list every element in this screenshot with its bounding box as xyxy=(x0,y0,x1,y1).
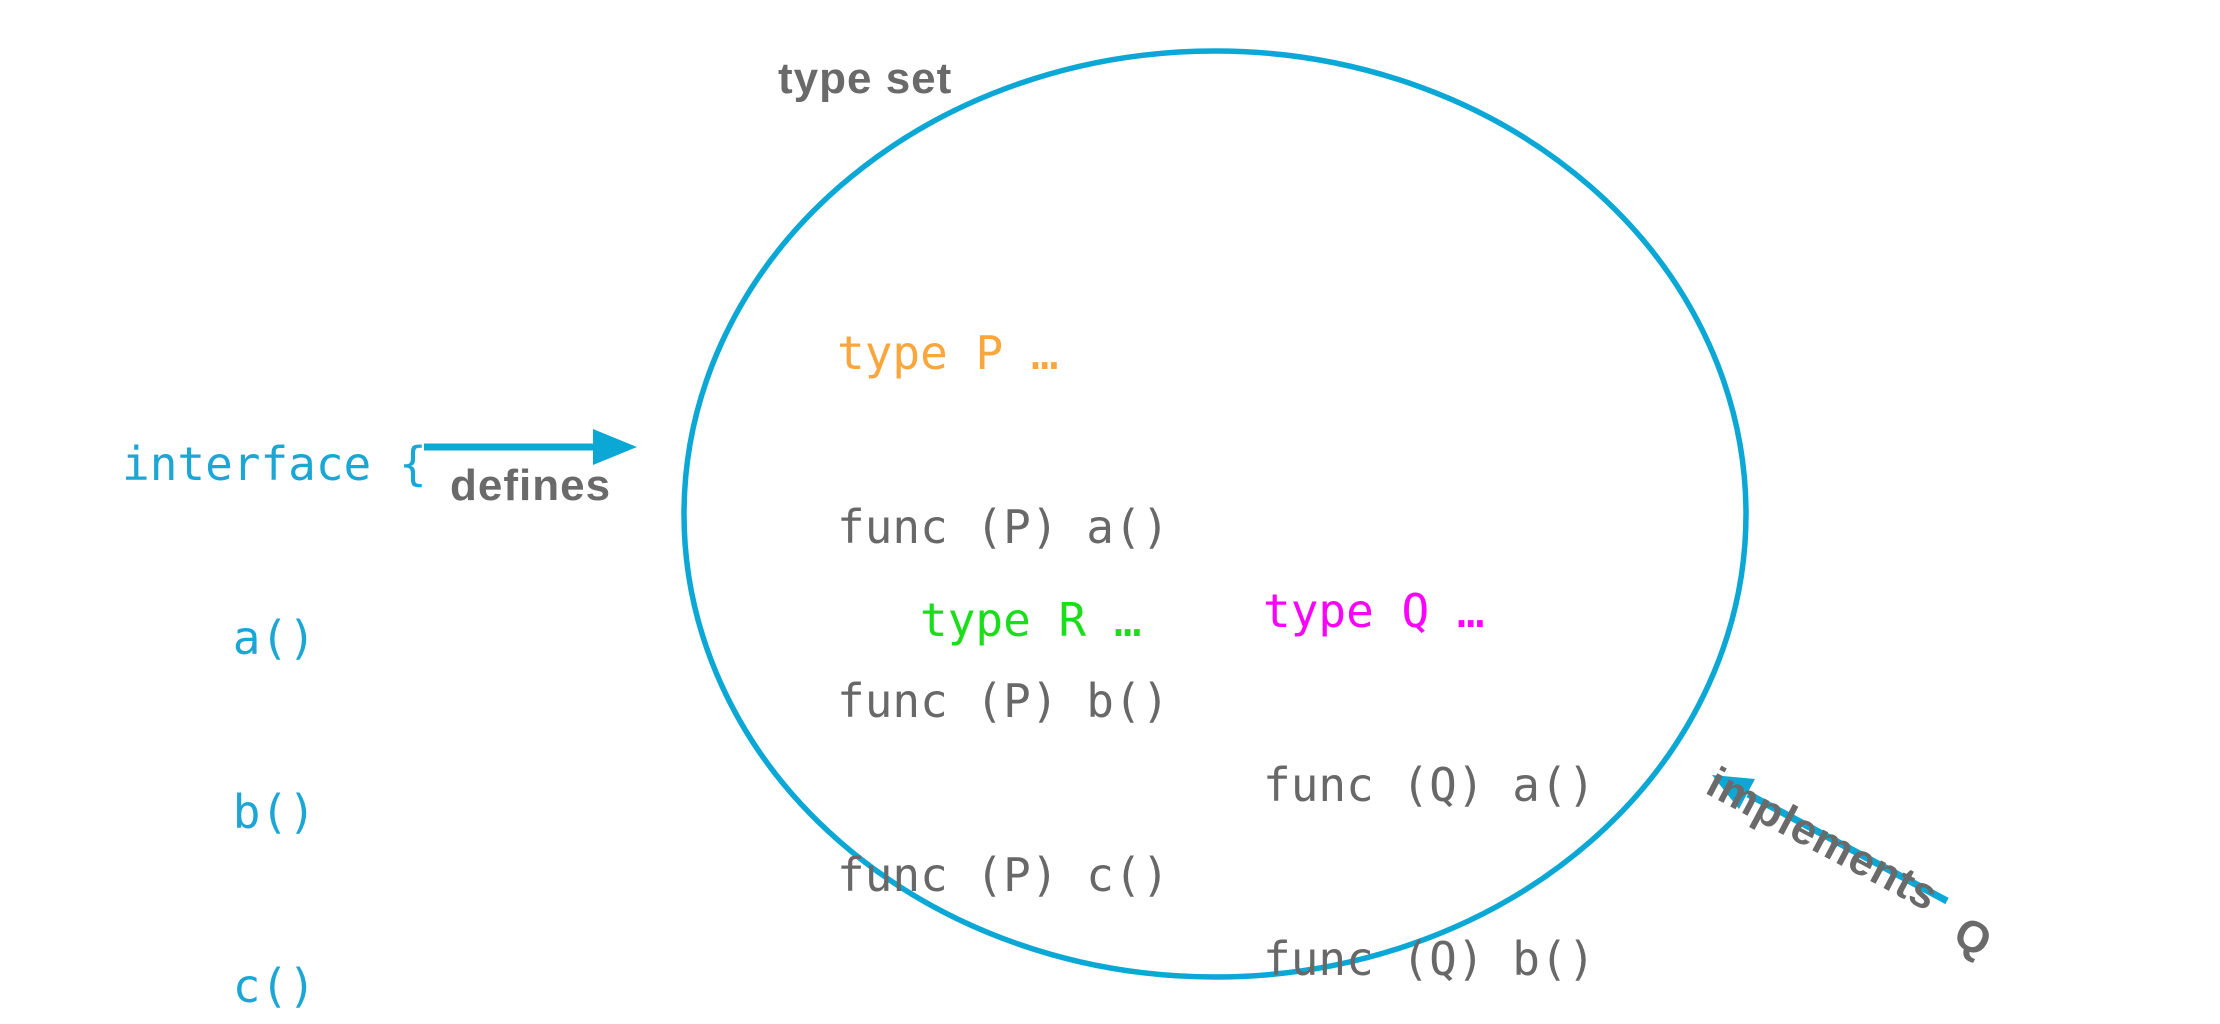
code-line: func (Q) b() xyxy=(1263,932,1596,986)
code-line: interface { xyxy=(122,437,427,491)
code-line: b() xyxy=(122,785,316,839)
code-line: func (P) b() xyxy=(837,674,1170,728)
defines-arrow xyxy=(424,429,637,465)
code-line: func (P) c() xyxy=(837,848,1170,902)
code-line: a() xyxy=(122,611,316,665)
type-q-block: type Q … func (Q) a() func (Q) b() func … xyxy=(1263,466,1595,1024)
interface-code-block: interface { a() b() c() } xyxy=(122,319,427,1024)
code-line: func (P) a() xyxy=(837,500,1170,554)
type-p-block: type P … func (P) a() func (P) b() func … xyxy=(837,208,1169,1024)
code-line: c() xyxy=(122,959,316,1013)
type-r-declaration: type R … xyxy=(920,593,1142,647)
type-set-ellipse xyxy=(681,48,1749,980)
type-p-declaration: type P … xyxy=(837,326,1059,380)
type-set-label: type set xyxy=(778,54,953,103)
type-q-declaration: type Q … xyxy=(1263,584,1485,638)
code-line: func (Q) a() xyxy=(1263,758,1596,812)
implements-arrow xyxy=(1712,775,1949,905)
defines-label: defines xyxy=(450,461,612,510)
code-line: func (P) d() xyxy=(837,1020,1169,1024)
